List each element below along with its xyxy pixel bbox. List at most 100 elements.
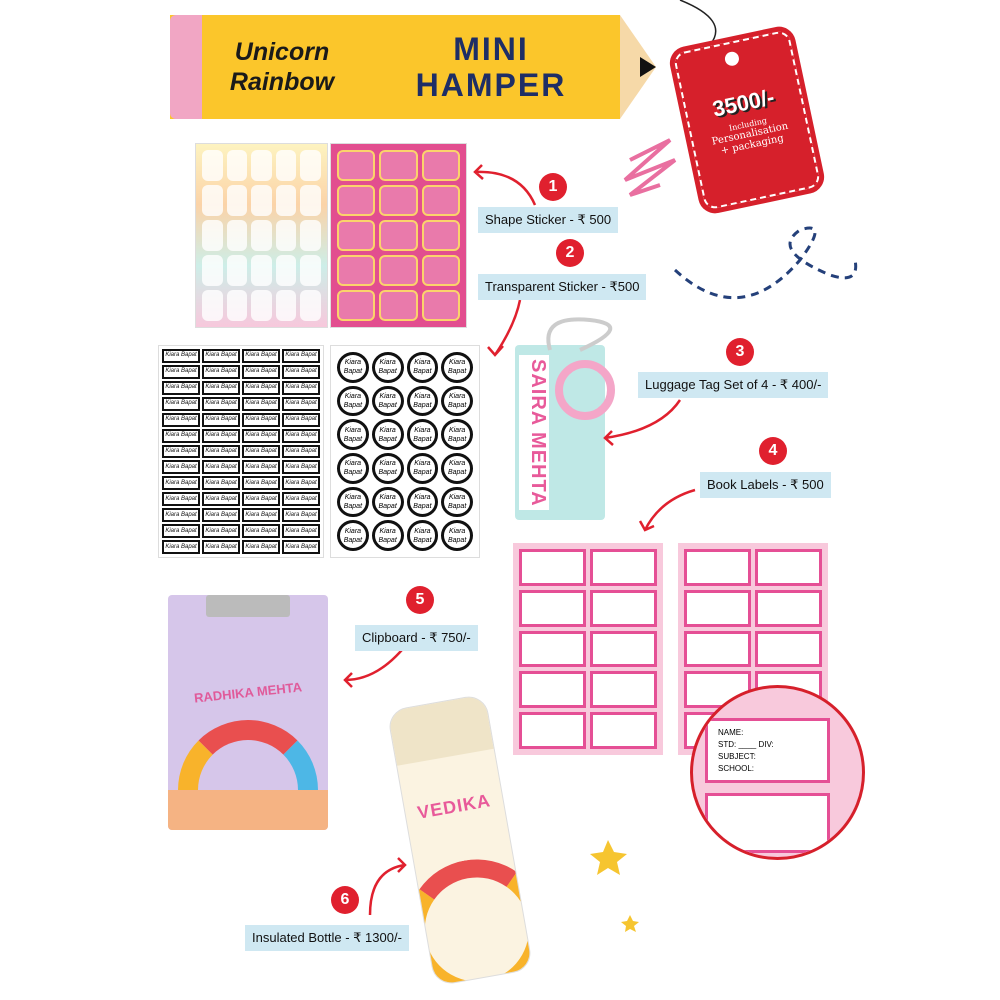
sticker: [519, 712, 586, 749]
sticker: Kiara Bapat: [242, 460, 280, 475]
clipboard: RADHIKA MEHTA: [168, 595, 328, 830]
sticker: Kiara Bapat: [337, 452, 369, 484]
sticker: [226, 220, 248, 251]
sticker: Kiara Bapat: [242, 396, 280, 411]
sticker: [251, 290, 272, 321]
sticker: Kiara Bapat: [282, 508, 320, 523]
label-subject-field: SUBJECT:: [718, 752, 756, 761]
sticker: [300, 185, 321, 216]
sticker: Kiara Bapat: [282, 540, 320, 554]
sticker: Kiara Bapat: [242, 428, 280, 443]
rainbow-art: [555, 360, 615, 420]
sticker: Kiara Bapat: [242, 349, 280, 363]
sticker: Kiara Bapat: [202, 476, 240, 491]
sticker: [275, 220, 297, 251]
clipboard-ground: [168, 790, 328, 830]
sticker: Kiara Bapat: [202, 524, 240, 539]
arrow-3: [603, 399, 682, 446]
sticker: Kiara Bapat: [441, 520, 473, 551]
label-name-field: NAME:: [718, 728, 744, 737]
item-number-4: 4: [759, 437, 787, 465]
sticker: [379, 290, 418, 321]
pink-scribble: [623, 138, 677, 197]
book-label-zoomed-2: [705, 793, 830, 853]
sticker: Kiara Bapat: [406, 452, 439, 484]
label-div-field: DIV:: [758, 740, 774, 749]
sticker: Kiara Bapat: [242, 364, 280, 379]
luggage-tag: SAIRA MEHTA: [515, 345, 615, 520]
arrow-6: [368, 857, 407, 916]
book-label-zoomed: NAME: STD: ____ DIV: SUBJECT: SCHOOL:: [705, 718, 830, 783]
sticker: Kiara Bapat: [282, 524, 320, 539]
sticker: [226, 290, 248, 321]
sticker: Kiara Bapat: [441, 419, 473, 450]
sticker: Kiara Bapat: [282, 444, 320, 459]
tag-string: [679, 0, 717, 46]
clipboard-clip: [206, 595, 290, 617]
sticker: [202, 220, 223, 251]
sticker: Kiara Bapat: [371, 520, 404, 551]
label-school-field: SCHOOL:: [718, 764, 755, 773]
item-number-3: 3: [726, 338, 754, 366]
sticker: [684, 630, 751, 668]
sticker: [275, 150, 297, 181]
sticker: Kiara Bapat: [202, 412, 240, 427]
sticker: Kiara Bapat: [371, 452, 404, 484]
sticker: Kiara Bapat: [242, 476, 280, 491]
sticker: Kiara Bapat: [162, 428, 200, 443]
star-icon-small: [621, 915, 639, 932]
label-insulated-bottle: Insulated Bottle - ₹ 1300/-: [245, 925, 409, 951]
sticker: Kiara Bapat: [406, 419, 439, 450]
sticker: [590, 671, 657, 709]
label-clipboard: Clipboard - ₹ 750/-: [355, 625, 478, 651]
sticker: Kiara Bapat: [242, 508, 280, 523]
sticker: [226, 255, 248, 286]
sticker: [590, 549, 657, 586]
sticker: Kiara Bapat: [202, 460, 240, 475]
sticker: [300, 290, 321, 321]
sticker: Kiara Bapat: [282, 349, 320, 363]
sticker: Kiara Bapat: [162, 524, 200, 539]
sticker: Kiara Bapat: [282, 492, 320, 507]
sticker: Kiara Bapat: [162, 412, 200, 427]
title-line-2: HAMPER: [415, 67, 567, 103]
sticker: Kiara Bapat: [202, 492, 240, 507]
bottle-name: VEDIKA: [415, 790, 493, 823]
sticker: [300, 255, 321, 286]
sticker: [202, 290, 223, 321]
sticker: Kiara Bapat: [337, 385, 369, 417]
sticker: [519, 549, 586, 586]
sticker: [590, 630, 657, 668]
sticker: Kiara Bapat: [282, 428, 320, 443]
sticker: Kiara Bapat: [162, 540, 200, 554]
sticker: [275, 255, 297, 286]
sticker: [684, 589, 751, 627]
label-transparent-sticker: Transparent Sticker - ₹500: [478, 274, 647, 300]
sticker: Kiara Bapat: [242, 524, 280, 539]
sticker: Kiara Bapat: [242, 492, 280, 507]
tag-hole: [723, 50, 741, 68]
sticker: [337, 255, 376, 286]
sticker: [202, 255, 223, 286]
sticker: [421, 255, 460, 286]
sticker: Kiara Bapat: [441, 385, 473, 417]
sticker: Kiara Bapat: [202, 396, 240, 411]
brand-line-2: Rainbow: [229, 68, 335, 96]
sticker: Kiara Bapat: [441, 452, 473, 484]
pencil-eraser: [170, 15, 202, 119]
sticker: [251, 185, 272, 216]
sticker: Kiara Bapat: [371, 419, 404, 450]
sticker: Kiara Bapat: [202, 380, 240, 395]
sticker: [337, 290, 376, 321]
sticker: Kiara Bapat: [162, 492, 200, 507]
sticker: Kiara Bapat: [337, 352, 369, 383]
label-luggage-tag: Luggage Tag Set of 4 - ₹ 400/-: [638, 372, 829, 398]
sticker: [379, 185, 418, 216]
sticker: Kiara Bapat: [406, 520, 439, 551]
sticker: Kiara Bapat: [371, 486, 404, 518]
sticker: Kiara Bapat: [337, 486, 369, 518]
sticker: [684, 549, 751, 586]
sticker: [421, 150, 460, 181]
sticker: Kiara Bapat: [242, 412, 280, 427]
